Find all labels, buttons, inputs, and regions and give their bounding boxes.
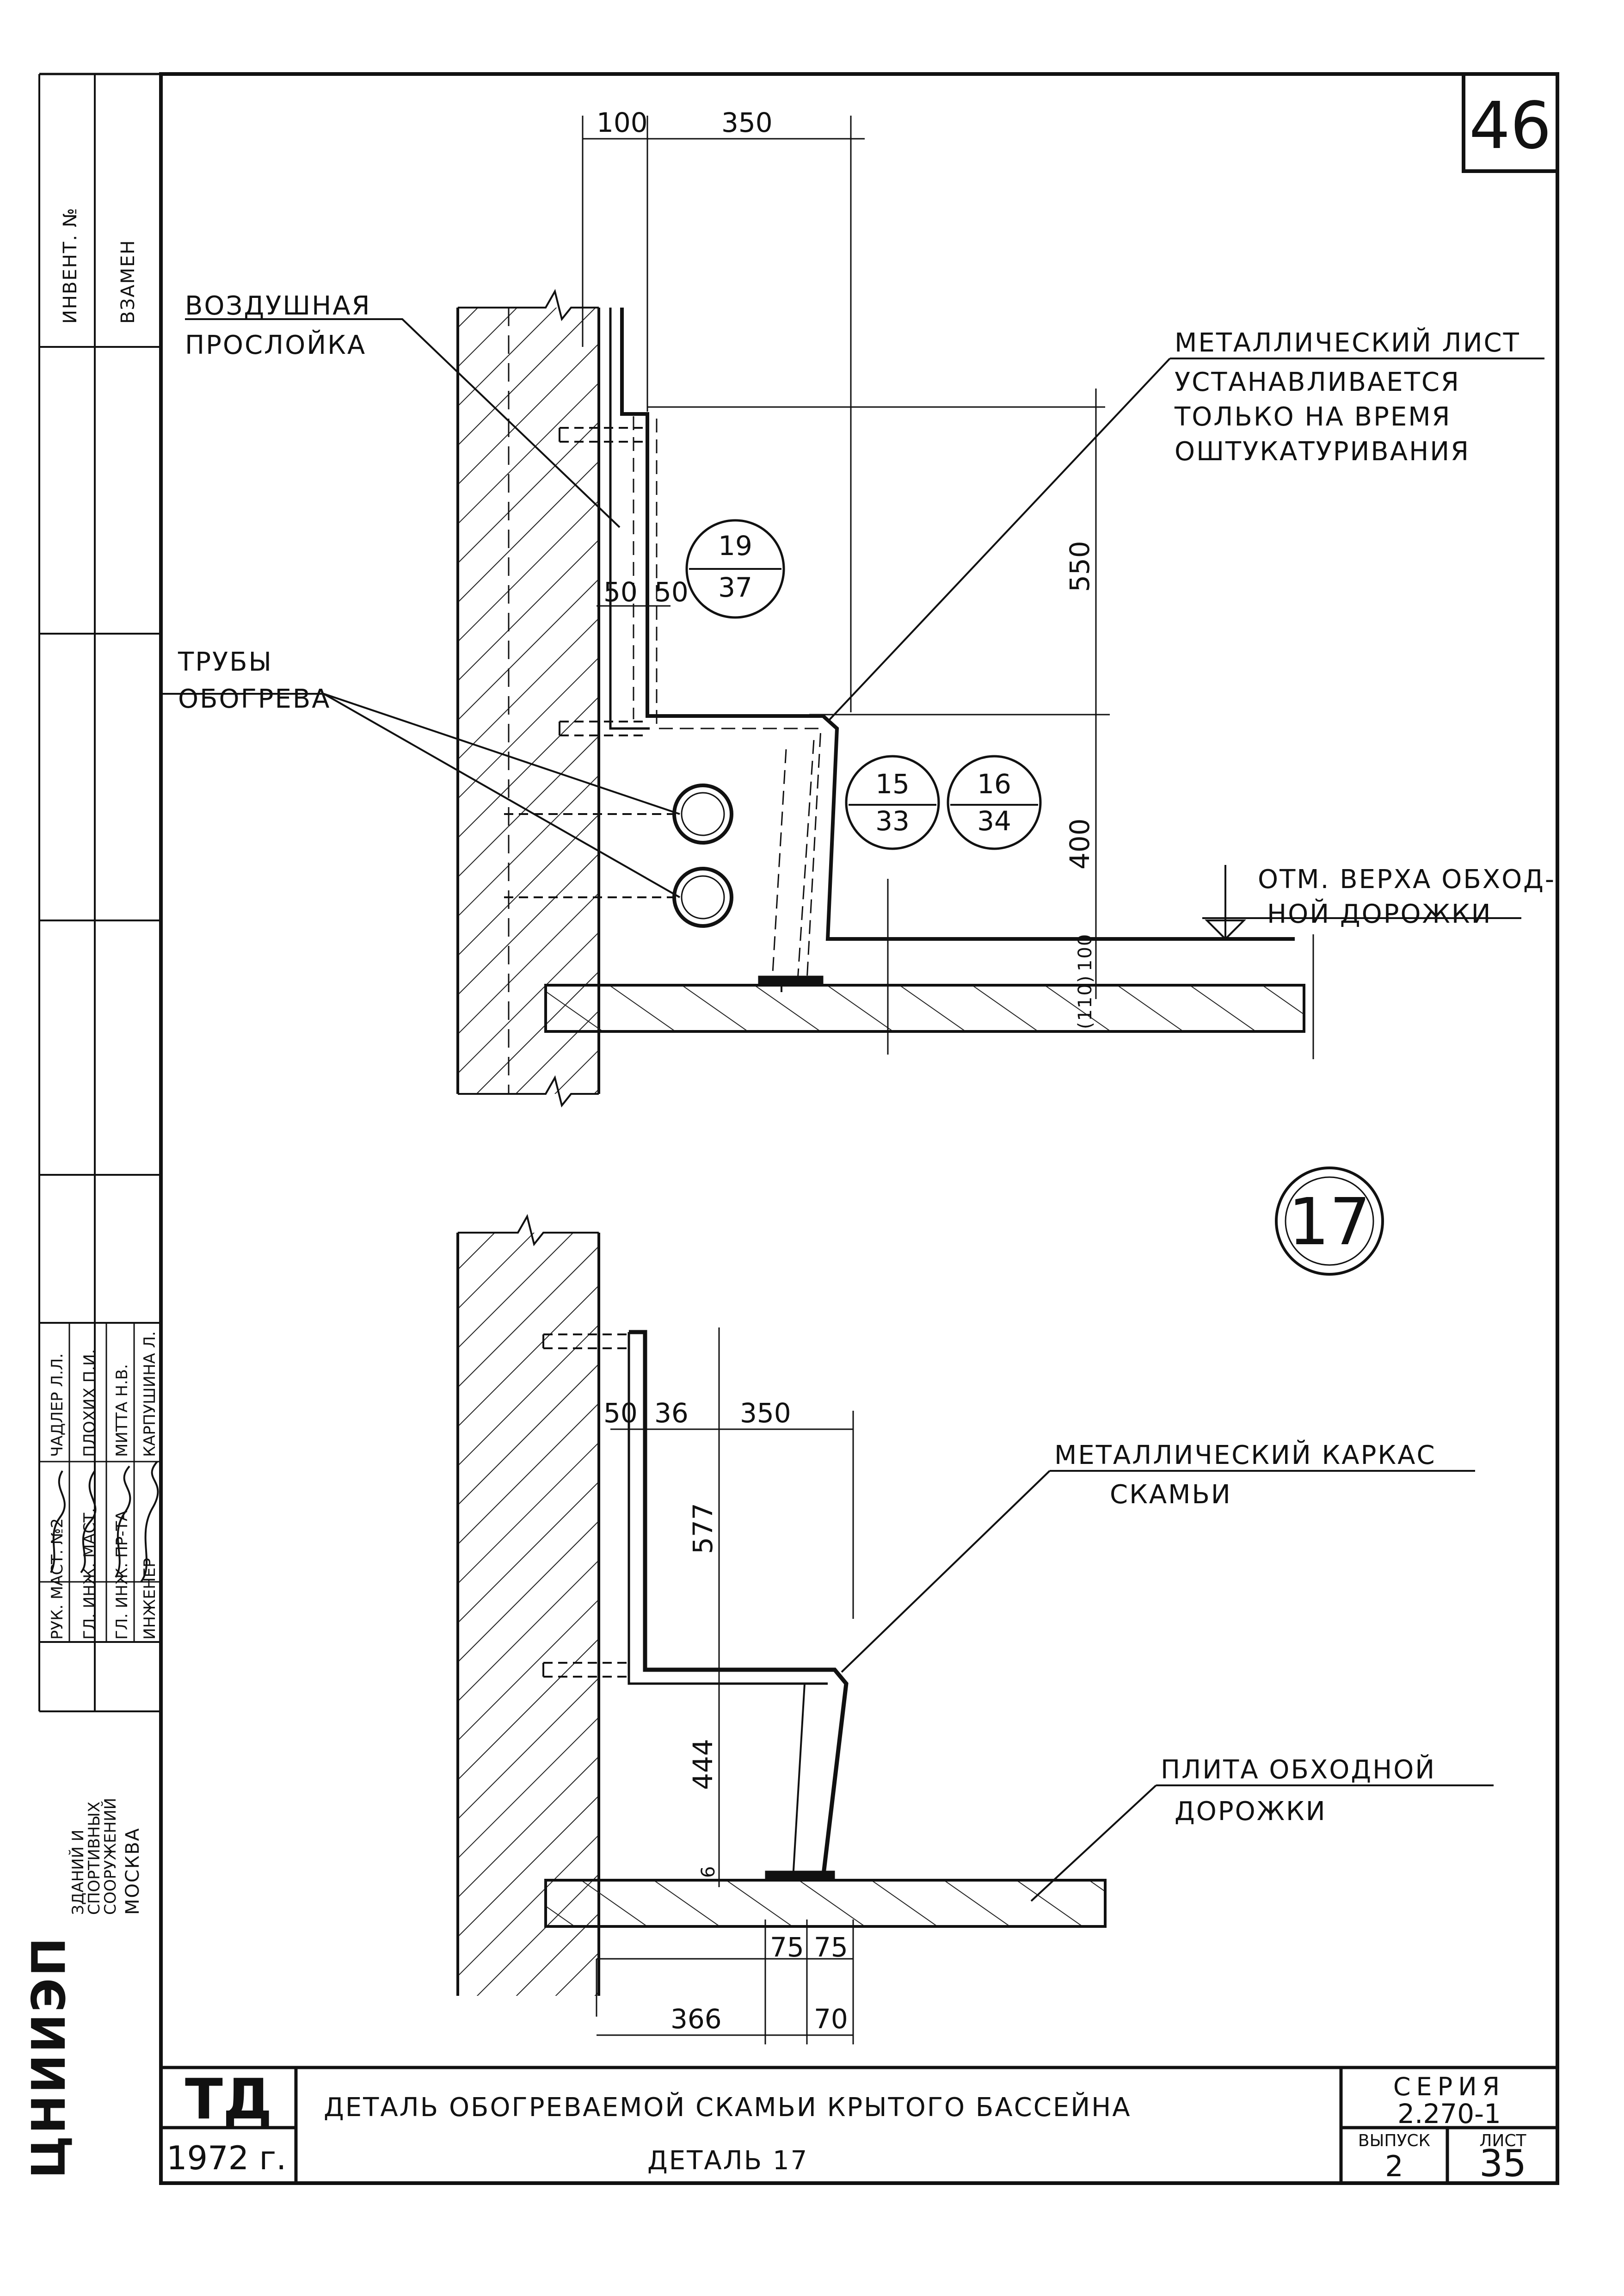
signature-4 <box>140 1461 159 1583</box>
side-stamp: ИНВЕНТ. № ВЗАМЕН РУК. МАСТ. №2 ЧАДЛЕР Л.… <box>22 207 161 2179</box>
ref-bubble-16-34: 16 34 <box>947 755 1042 850</box>
series-value: 2.270-1 <box>1397 2098 1501 2129</box>
dim-b-444: 444 <box>687 1739 719 1790</box>
dimension-lines-bottom <box>596 1327 854 2044</box>
bottom-wall <box>456 1214 600 1996</box>
ref-16: 16 <box>977 768 1011 800</box>
approval-table: РУК. МАСТ. №2 ЧАДЛЕР Л.Л. ГЛ. ИНЖ. МАСТ.… <box>39 1323 161 1642</box>
org-line-3: СООРУЖЕНИЙ <box>101 1798 120 1915</box>
ref-33: 33 <box>875 805 910 837</box>
label-walkway-slab-1: ПЛИТА ОБХОДНОЙ <box>1161 1754 1436 1785</box>
detail-number-badge: 17 <box>1275 1167 1384 1276</box>
ref-37: 37 <box>718 572 752 603</box>
heating-pipe-1 <box>672 784 733 845</box>
label-walkway-level-2: НОЙ ДОРОЖКИ <box>1267 899 1492 929</box>
leaders-top <box>162 318 1544 919</box>
sheet-number-box: 46 <box>1462 72 1559 173</box>
dim-b-366: 366 <box>671 2003 722 2035</box>
stamp-role-3: ГЛ. ИНЖ. ПР-ТА <box>113 1510 131 1640</box>
ref-19: 19 <box>718 530 752 562</box>
drawing-title: ДЕТАЛЬ ОБОГРЕВАЕМОЙ СКАМЬИ КРЫТОГО БАССЕ… <box>324 2092 1132 2123</box>
dimension-lines-top <box>582 116 1314 1059</box>
issue-value: 2 <box>1385 2149 1403 2183</box>
label-metal-frame-2: СКАМЬИ <box>1110 1480 1232 1510</box>
leaders-bottom <box>841 1470 1494 1902</box>
vzamen-label: ВЗАМЕН <box>117 240 139 324</box>
org-logo: ЦНИИЭП <box>22 1936 76 2179</box>
label-air-gap-1: ВОЗДУШНАЯ <box>185 291 371 321</box>
stamp-name-2: ПЛОХИХ П.И. <box>80 1349 99 1457</box>
label-walkway-slab-2: ДОРОЖКИ <box>1175 1796 1327 1827</box>
invent-label: ИНВЕНТ. № <box>60 207 81 324</box>
label-metal-sheet-2: УСТАНАВЛИВАЕТСЯ <box>1175 367 1460 397</box>
detail-number: 17 <box>1288 1185 1371 1260</box>
stamp-name-3: МИТТА Н.В. <box>113 1364 131 1457</box>
bottom-section: 50 36 350 577 444 6 75 75 366 70 МЕТАЛЛИ… <box>456 1214 1494 2044</box>
walkway-slab-top <box>544 984 1305 1033</box>
year: 1972 г. <box>166 2139 286 2177</box>
walkway-slab-bottom <box>544 1879 1107 1928</box>
dim-100b: 100 <box>1075 933 1096 971</box>
dim-50b: 50 <box>654 576 689 608</box>
sheet-label: ЛИСТ <box>1479 2131 1526 2150</box>
level-marker <box>1205 865 1246 940</box>
ref-15: 15 <box>875 768 910 800</box>
stamp-name-4: КАРПУШИНА Л. <box>141 1331 159 1457</box>
td-mark: ТД <box>185 2068 272 2132</box>
dim-110: (110) <box>1075 975 1096 1029</box>
sheet-number: 46 <box>1469 88 1551 164</box>
org-line-1: ЗДАНИЙ И <box>68 1830 87 1915</box>
series-label: СЕРИЯ <box>1393 2072 1505 2101</box>
heating-pipe-2 <box>672 867 733 928</box>
drawing-subtitle: ДЕТАЛЬ 17 <box>647 2146 808 2176</box>
dim-b-75b: 75 <box>814 1932 848 1963</box>
label-metal-sheet-3: ТОЛЬКО НА ВРЕМЯ <box>1174 402 1451 432</box>
dim-b-70: 70 <box>814 2003 848 2035</box>
heated-bench-top <box>609 308 1295 992</box>
anchors-bottom <box>542 1333 629 1678</box>
label-air-gap-2: ПРОСЛОЙКА <box>185 330 366 360</box>
anchors-top <box>504 427 675 898</box>
ref-34: 34 <box>977 805 1011 837</box>
dim-b-75a: 75 <box>770 1932 804 1963</box>
dim-550: 550 <box>1064 541 1095 592</box>
org-line-2: СПОРТИВНЫХ <box>85 1802 104 1915</box>
stamp-name-1: ЧАДЛЕР Л.Л. <box>48 1353 67 1457</box>
dim-50a: 50 <box>603 576 638 608</box>
ref-bubble-19-37: 19 37 <box>685 519 785 619</box>
label-metal-sheet-4: ОШТУКАТУРИВАНИЯ <box>1175 437 1470 467</box>
issue-label: ВЫПУСК <box>1358 2131 1430 2150</box>
dim-b-350: 350 <box>740 1397 791 1429</box>
label-heating-pipes-2: ОБОГРЕВА <box>178 684 331 714</box>
stamp-role-2: ГЛ. ИНЖ. МАСТ. <box>80 1508 99 1640</box>
dim-400: 400 <box>1064 818 1095 870</box>
label-metal-frame-1: МЕТАЛЛИЧЕСКИЙ КАРКАС <box>1054 1440 1436 1470</box>
signature-1 <box>50 1470 66 1573</box>
stamp-role-1: РУК. МАСТ. №2 <box>48 1518 67 1640</box>
stamp-role-4: ИНЖЕНЕР <box>141 1558 159 1640</box>
heating-pipes <box>672 784 733 928</box>
dim-350: 350 <box>721 107 773 138</box>
dim-b-577: 577 <box>687 1503 719 1554</box>
top-section: 100 350 550 50 50 400 100 (110) 19 37 15… <box>162 107 1556 1108</box>
signature-3 <box>115 1465 131 1578</box>
dim-b-36: 36 <box>654 1397 689 1429</box>
label-heating-pipes-1: ТРУБЫ <box>178 647 273 677</box>
sheet-frame <box>38 72 1559 2185</box>
signature-2 <box>80 1470 97 1574</box>
ref-bubble-15-33: 15 33 <box>845 755 940 850</box>
dim-b-6: 6 <box>698 1865 719 1878</box>
sheet-value: 35 <box>1479 2142 1526 2185</box>
top-wall <box>456 289 600 1108</box>
label-walkway-level-1: ОТМ. ВЕРХА ОБХОД- <box>1258 864 1556 895</box>
dim-100: 100 <box>597 107 648 138</box>
dim-b-50: 50 <box>603 1397 638 1429</box>
label-metal-sheet-1: МЕТАЛЛИЧЕСКИЙ ЛИСТ <box>1175 327 1520 358</box>
org-city: МОСКВА <box>122 1827 143 1915</box>
title-block: ТД 1972 г. ДЕТАЛЬ ОБОГРЕВАЕМОЙ СКАМЬИ КР… <box>161 2066 1557 2185</box>
metal-frame-bench <box>627 1330 849 1882</box>
